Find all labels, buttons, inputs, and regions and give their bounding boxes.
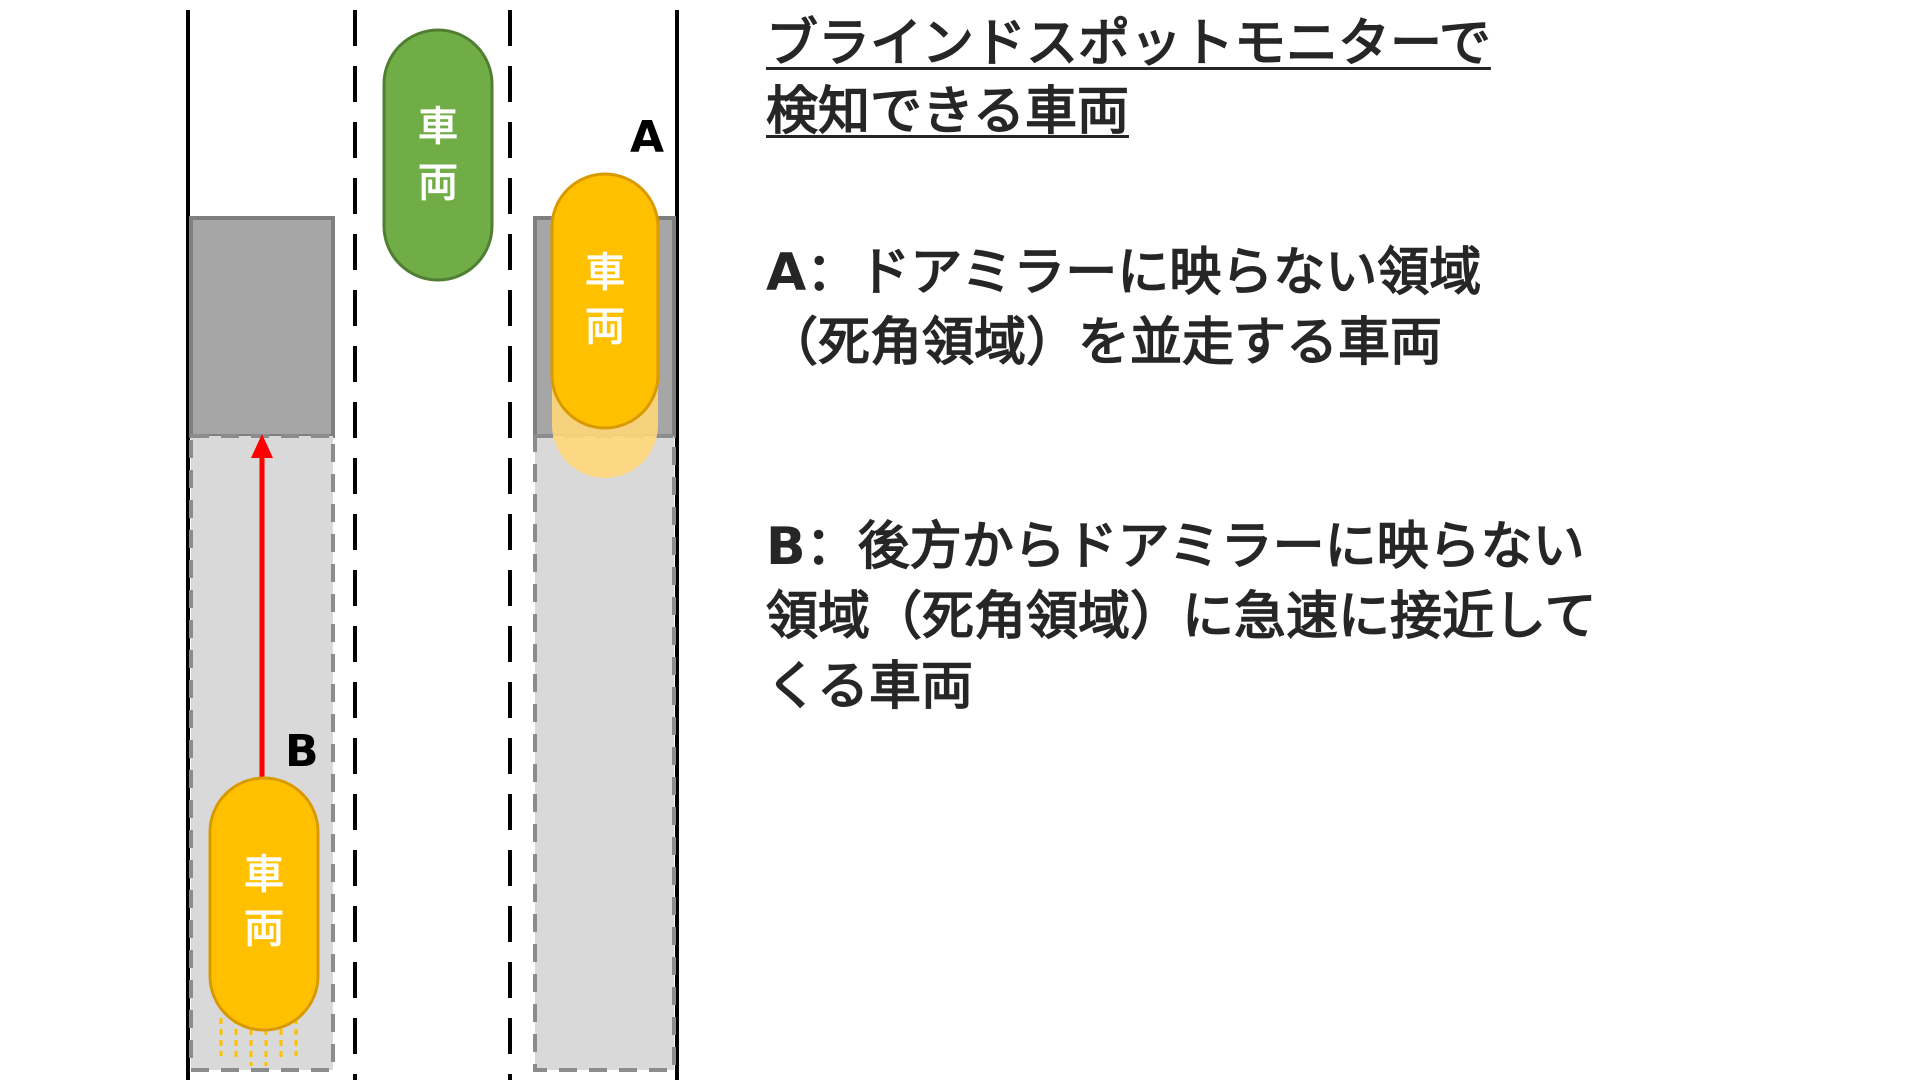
vehicle-b: 車 両 <box>208 776 320 1032</box>
speed-lines <box>219 1018 298 1066</box>
explanation-panel: ブラインドスポットモニターで 検知できる車両 A：ドアミラーに映らない領域 （死… <box>766 10 1896 717</box>
vehicle-label-line1: 車 <box>585 250 625 296</box>
vehicle-label-line1: 車 <box>244 852 284 898</box>
road-diagram: 車 両 車 両 A B 車 両 <box>186 10 679 1080</box>
vehicle-label-line2: 両 <box>244 906 284 952</box>
slide-heading: ブラインドスポットモニターで 検知できる車両 <box>766 10 1896 146</box>
vehicle-green: 車 両 <box>382 28 494 282</box>
description-b-line: B：後方からドアミラーに映らない <box>766 517 1585 577</box>
description-b-line: 領域（死角領域）に急速に接近して <box>766 587 1597 647</box>
heading-line: 検知できる車両 <box>766 82 1129 142</box>
approach-arrow <box>251 434 273 778</box>
description-b-line: くる車両 <box>766 657 973 717</box>
description-a: A：ドアミラーに映らない領域 （死角領域）を並走する車両 <box>766 238 1896 378</box>
left-blind-spot-zone <box>189 216 335 438</box>
right-detection-zone <box>533 434 676 1072</box>
heading-line: ブラインドスポットモニターで <box>766 14 1491 74</box>
description-b: B：後方からドアミラーに映らない 領域（死角領域）に急速に接近して くる車両 <box>766 512 1896 722</box>
marker-b: B <box>285 726 319 777</box>
vehicle-label-line2: 両 <box>418 160 458 206</box>
description-a-line: A：ドアミラーに映らない領域 <box>766 243 1482 303</box>
vehicle-a: 車 両 <box>550 172 660 430</box>
marker-a: A <box>630 112 664 163</box>
description-a-line: （死角領域）を並走する車両 <box>766 313 1443 373</box>
vehicle-label-line1: 車 <box>418 104 458 150</box>
vehicle-label-line2: 両 <box>585 304 625 350</box>
